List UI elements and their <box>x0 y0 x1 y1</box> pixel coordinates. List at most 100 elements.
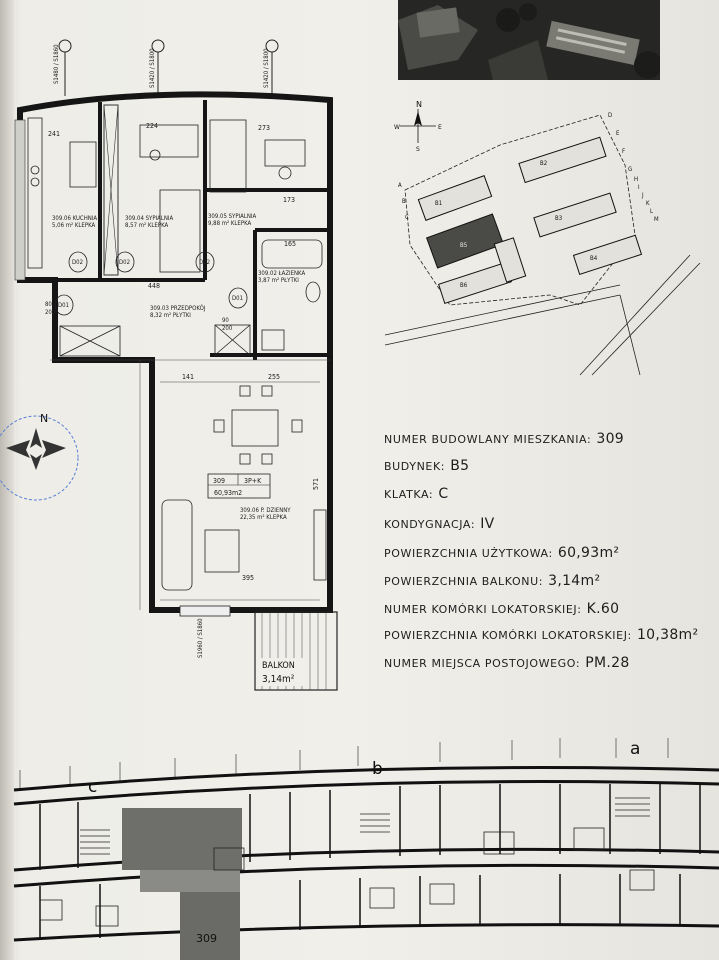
apartment-floor-plan: S1480 / S1860 S1420 / S1800 S1420 / S180… <box>0 39 338 691</box>
compass-west: W <box>394 124 400 131</box>
dimension-lines <box>50 359 330 610</box>
room-name-living: 309.06 P. DZIENNY <box>240 507 291 514</box>
room-area-bedroom2: 9,88 m² KLEPKA <box>208 220 252 227</box>
window-label-2: S1420 / S1800 <box>149 48 156 88</box>
site-plan: N W E S B1 B2 B3 B4 B5 B6 <box>384 100 701 376</box>
bathroom-fixtures <box>261 239 323 351</box>
info-row-floor: KONDYGNACJA: IV <box>384 513 495 532</box>
info-value: 309 <box>596 431 624 447</box>
window-markers <box>58 39 279 96</box>
site-side-label-g: G <box>628 166 632 173</box>
interior-walls <box>55 100 330 360</box>
info-row-usable-area: POWIERZCHNIA UŻYTKOWA: 60,93m² <box>384 542 619 561</box>
balcony-area: 3,14m² <box>262 674 295 685</box>
info-row-storage-area: POWIERZCHNIA KOMÓRKI LOKATORSKIEJ: 10,38… <box>384 624 698 643</box>
site-side-label-a: A <box>398 182 402 189</box>
door-label-1: D02 <box>72 259 83 266</box>
room-area-bedroom1: 8,57 m² KLEPKA <box>125 222 169 229</box>
info-value: B5 <box>450 458 470 474</box>
site-side-label-e: E <box>616 130 620 137</box>
dim-8: 255 <box>268 373 280 381</box>
room-name-hall: 309.03 PRZEDPOKÓJ <box>150 305 206 312</box>
door-label-5: D01 <box>58 302 69 309</box>
north-arrow-icon: N <box>0 412 79 501</box>
door-label-2: D02 <box>119 259 130 266</box>
site-side-label-h: H <box>634 176 638 183</box>
info-row-balcony-area: POWIERZCHNIA BALKONU: 3,14m² <box>384 570 600 589</box>
info-value: IV <box>480 516 495 532</box>
room-name-bathroom: 309.02 ŁAZIENKA <box>258 270 305 277</box>
page-spine-shadow <box>0 0 14 960</box>
site-side-label-c: C <box>405 214 409 221</box>
balcony: BALKON 3,14m² <box>254 611 338 691</box>
living-room-furniture <box>161 385 327 591</box>
site-compass-icon: N W E S <box>394 100 442 153</box>
door-label-4: D01 <box>232 295 243 302</box>
site-side-label-b: B <box>402 198 406 205</box>
site-bldg-tag-4: B4 <box>590 255 598 262</box>
site-side-label-m: M <box>654 216 659 223</box>
unit-partitions <box>39 784 701 940</box>
grid-ticks <box>19 738 669 790</box>
dim-5: 165 <box>284 240 296 248</box>
info-label: NUMER BUDOWLANY MIESZKANIA: <box>384 433 592 446</box>
hallway-furniture <box>59 324 251 357</box>
highlight-unit-label: 309 <box>196 932 217 945</box>
site-bldg-tag-2: B2 <box>540 160 547 167</box>
info-label: POWIERZCHNIA UŻYTKOWA: <box>384 547 553 560</box>
info-row-building: BUDYNEK: B5 <box>384 455 469 474</box>
window-label-4: S1960 / S1860 <box>197 618 204 658</box>
unit-tag-number: 309 <box>213 477 225 485</box>
strip-walls <box>13 766 719 942</box>
info-value: PM.28 <box>585 655 630 671</box>
strip-fixtures <box>39 827 655 927</box>
site-bldg-tag-5: B5 <box>460 242 467 249</box>
stair-label-a: a <box>630 739 640 759</box>
site-side-label-k: K <box>646 200 650 207</box>
door-size-3: 90 <box>222 317 229 324</box>
site-side-label-l: L <box>650 208 653 215</box>
doors <box>54 251 248 316</box>
info-label: NUMER KOMÓRKI LOKATORSKIEJ: <box>384 603 582 616</box>
window-label-3: S1420 / S1800 <box>263 48 270 88</box>
door-size-1: 80 <box>45 301 52 308</box>
door-size-4: 200 <box>222 325 233 332</box>
dim-1: 241 <box>48 130 60 138</box>
room-area-living: 22,35 m² KLEPKA <box>240 514 287 521</box>
info-value: K.60 <box>586 601 620 617</box>
shaded-units: 309 <box>122 808 242 960</box>
info-row-building-number: NUMER BUDOWLANY MIESZKANIA: 309 <box>384 428 624 447</box>
info-row-staircase: KLATKA: C <box>384 483 448 502</box>
site-bldg-tag-6: B6 <box>460 282 468 289</box>
compass-south: S <box>416 146 420 153</box>
dim-4: 173 <box>283 196 295 204</box>
outer-walls <box>17 91 333 613</box>
site-boundary <box>404 114 636 306</box>
balcony-label: BALKON <box>262 661 295 671</box>
site-bldg-tag-3: B3 <box>555 215 562 222</box>
building-floor-strip: c b a 309 <box>13 738 719 960</box>
dim-10: 571 <box>312 478 320 490</box>
site-roads <box>384 254 701 376</box>
stair-label-c: c <box>88 777 97 797</box>
info-label: KONDYGNACJA: <box>384 518 476 531</box>
kitchen-counter <box>27 117 97 269</box>
info-value: 3,14m² <box>548 573 601 589</box>
bedroom2-furniture <box>209 119 306 193</box>
hatched-walls <box>14 104 119 281</box>
unit-tag: 309 3P+K 60,93m2 <box>207 473 271 499</box>
info-label: POWIERZCHNIA BALKONU: <box>384 575 544 588</box>
site-side-label-d: D <box>608 112 612 119</box>
info-label: NUMER MIEJSCA POSTOJOWEGO: <box>384 657 581 670</box>
dim-3: 273 <box>258 124 270 132</box>
door-size-2: 200 <box>45 309 56 316</box>
site-north-label: N <box>416 100 422 109</box>
unit-tag-type: 3P+K <box>244 477 262 485</box>
room-name-kitchen: 309.06 KUCHNIA <box>52 215 97 222</box>
room-name-bedroom2: 309.05 SYPIALNIA <box>208 213 256 220</box>
info-value: C <box>438 486 449 502</box>
room-area-kitchen: 5,06 m² KLEPKA <box>52 222 96 229</box>
window-label-1: S1480 / S1860 <box>53 44 60 84</box>
site-side-label-j: J <box>641 192 644 199</box>
